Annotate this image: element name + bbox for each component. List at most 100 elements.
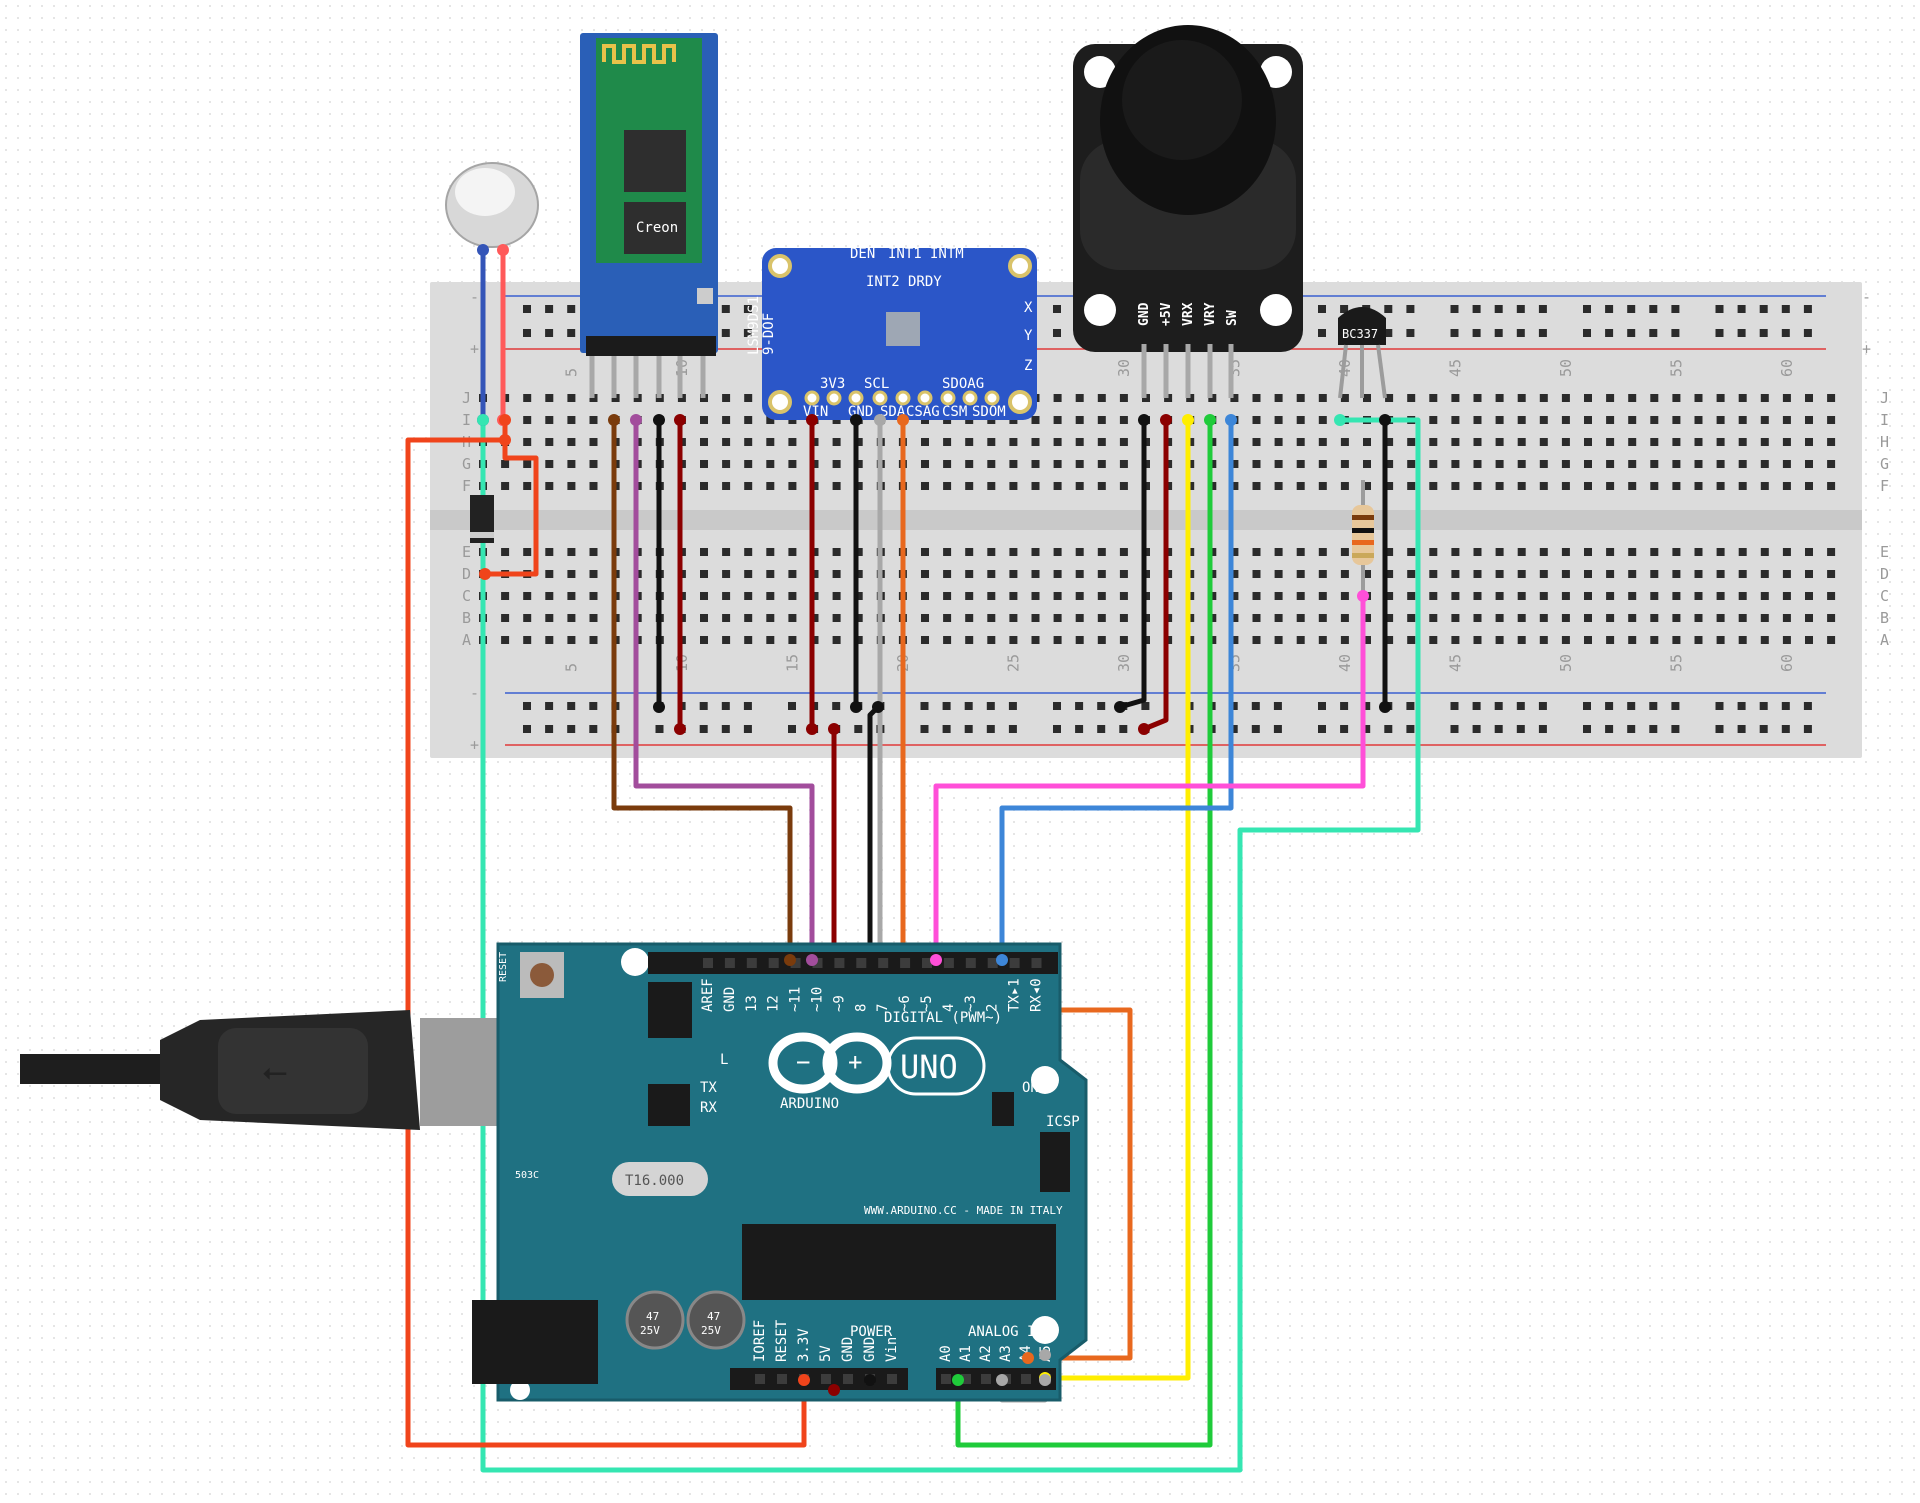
breadboard-hole[interactable]	[1805, 592, 1813, 600]
breadboard-hole[interactable]	[1628, 438, 1637, 446]
breadboard-hole[interactable]	[1363, 438, 1371, 446]
breadboard-hole[interactable]	[1252, 570, 1261, 578]
breadboard-hole[interactable]	[1363, 570, 1371, 578]
rail-hole[interactable]	[1605, 329, 1614, 337]
breadboard-hole[interactable]	[1407, 460, 1416, 468]
wire-endpoint[interactable]	[1204, 414, 1216, 426]
wire-endpoint[interactable]	[930, 954, 942, 966]
wire-endpoint[interactable]	[477, 244, 489, 256]
breadboard-hole[interactable]	[1473, 548, 1482, 556]
breadboard-hole[interactable]	[1053, 592, 1062, 600]
breadboard-hole[interactable]	[1230, 548, 1239, 556]
breadboard-hole[interactable]	[1429, 592, 1438, 600]
breadboard-hole[interactable]	[1009, 636, 1018, 644]
breadboard-hole[interactable]	[722, 460, 731, 468]
breadboard-hole[interactable]	[1097, 570, 1106, 578]
rail-hole[interactable]	[1627, 329, 1636, 337]
breadboard-hole[interactable]	[921, 636, 929, 644]
breadboard-hole[interactable]	[1561, 460, 1570, 468]
rail-hole[interactable]	[1781, 725, 1790, 733]
breadboard-hole[interactable]	[1628, 636, 1637, 644]
wire-endpoint[interactable]	[1138, 414, 1150, 426]
rail-hole[interactable]	[1605, 305, 1614, 313]
breadboard-hole[interactable]	[832, 548, 841, 556]
breadboard-hole[interactable]	[1539, 592, 1548, 600]
breadboard-hole[interactable]	[1561, 482, 1570, 490]
breadboard-hole[interactable]	[1075, 416, 1084, 424]
rail-hole[interactable]	[1229, 725, 1238, 733]
rail-hole[interactable]	[1737, 305, 1746, 313]
rail-hole[interactable]	[1406, 702, 1415, 710]
breadboard-hole[interactable]	[1296, 548, 1305, 556]
breadboard-hole[interactable]	[1561, 614, 1570, 622]
breadboard-hole[interactable]	[1473, 416, 1482, 424]
rail-hole[interactable]	[1472, 702, 1481, 710]
breadboard-hole[interactable]	[1097, 438, 1106, 446]
rail-hole[interactable]	[1318, 725, 1326, 733]
breadboard-hole[interactable]	[1009, 592, 1018, 600]
wire-endpoint[interactable]	[828, 723, 840, 735]
breadboard-hole[interactable]	[943, 548, 952, 556]
breadboard-hole[interactable]	[854, 482, 863, 490]
breadboard-hole[interactable]	[1230, 460, 1239, 468]
digital-pin-socket[interactable]	[768, 958, 779, 968]
breadboard-hole[interactable]	[1252, 460, 1261, 468]
digital-pin-socket[interactable]	[746, 958, 757, 968]
breadboard-hole[interactable]	[501, 482, 510, 490]
rail-hole[interactable]	[986, 725, 995, 733]
breadboard-hole[interactable]	[1738, 592, 1747, 600]
breadboard-hole[interactable]	[1539, 548, 1548, 556]
breadboard-hole[interactable]	[1672, 438, 1681, 446]
rail-hole[interactable]	[1318, 702, 1326, 710]
breadboard-hole[interactable]	[1805, 416, 1813, 424]
breadboard-hole[interactable]	[1628, 416, 1637, 424]
rail-hole[interactable]	[1627, 725, 1636, 733]
breadboard-hole[interactable]	[1694, 482, 1703, 490]
rail-hole[interactable]	[1781, 702, 1790, 710]
rail-hole[interactable]	[1494, 329, 1503, 337]
breadboard-hole[interactable]	[1805, 570, 1813, 578]
breadboard-hole[interactable]	[965, 482, 974, 490]
breadboard-hole[interactable]	[1495, 592, 1504, 600]
breadboard-hole[interactable]	[1274, 438, 1283, 446]
rail-hole[interactable]	[1737, 702, 1746, 710]
rail-hole[interactable]	[545, 305, 554, 313]
breadboard-hole[interactable]	[1230, 614, 1239, 622]
breadboard-hole[interactable]	[1407, 614, 1416, 622]
breadboard-hole[interactable]	[501, 460, 510, 468]
wire-endpoint[interactable]	[952, 1374, 964, 1386]
breadboard-hole[interactable]	[1716, 438, 1725, 446]
breadboard-hole[interactable]	[589, 614, 598, 622]
breadboard-hole[interactable]	[987, 548, 996, 556]
breadboard-hole[interactable]	[1628, 548, 1637, 556]
rail-hole[interactable]	[986, 702, 995, 710]
breadboard-hole[interactable]	[744, 548, 753, 556]
breadboard-hole[interactable]	[1827, 438, 1836, 446]
breadboard-hole[interactable]	[1318, 482, 1327, 490]
breadboard-hole[interactable]	[1385, 614, 1394, 622]
rail-hole[interactable]	[1538, 305, 1547, 313]
breadboard-hole[interactable]	[1451, 394, 1460, 402]
breadboard-hole[interactable]	[1429, 438, 1438, 446]
breadboard-hole[interactable]	[1738, 614, 1747, 622]
breadboard-hole[interactable]	[1053, 460, 1062, 468]
breadboard-hole[interactable]	[1318, 614, 1327, 622]
breadboard-hole[interactable]	[965, 614, 974, 622]
breadboard-hole[interactable]	[1075, 394, 1084, 402]
breadboard-hole[interactable]	[1606, 438, 1615, 446]
breadboard-hole[interactable]	[1495, 548, 1504, 556]
digital-pin-socket[interactable]	[1031, 958, 1042, 968]
breadboard-hole[interactable]	[1252, 614, 1261, 622]
breadboard-hole[interactable]	[501, 614, 510, 622]
breadboard-hole[interactable]	[854, 438, 863, 446]
rail-hole[interactable]	[1715, 725, 1724, 733]
breadboard-hole[interactable]	[766, 482, 775, 490]
rail-hole[interactable]	[1494, 702, 1503, 710]
wire-endpoint[interactable]	[1182, 414, 1194, 426]
breadboard-hole[interactable]	[1716, 416, 1725, 424]
breadboard-hole[interactable]	[1473, 482, 1482, 490]
breadboard-hole[interactable]	[1407, 636, 1416, 644]
breadboard-hole[interactable]	[1760, 614, 1769, 622]
rail-hole[interactable]	[1075, 725, 1084, 733]
breadboard-hole[interactable]	[1385, 482, 1394, 490]
